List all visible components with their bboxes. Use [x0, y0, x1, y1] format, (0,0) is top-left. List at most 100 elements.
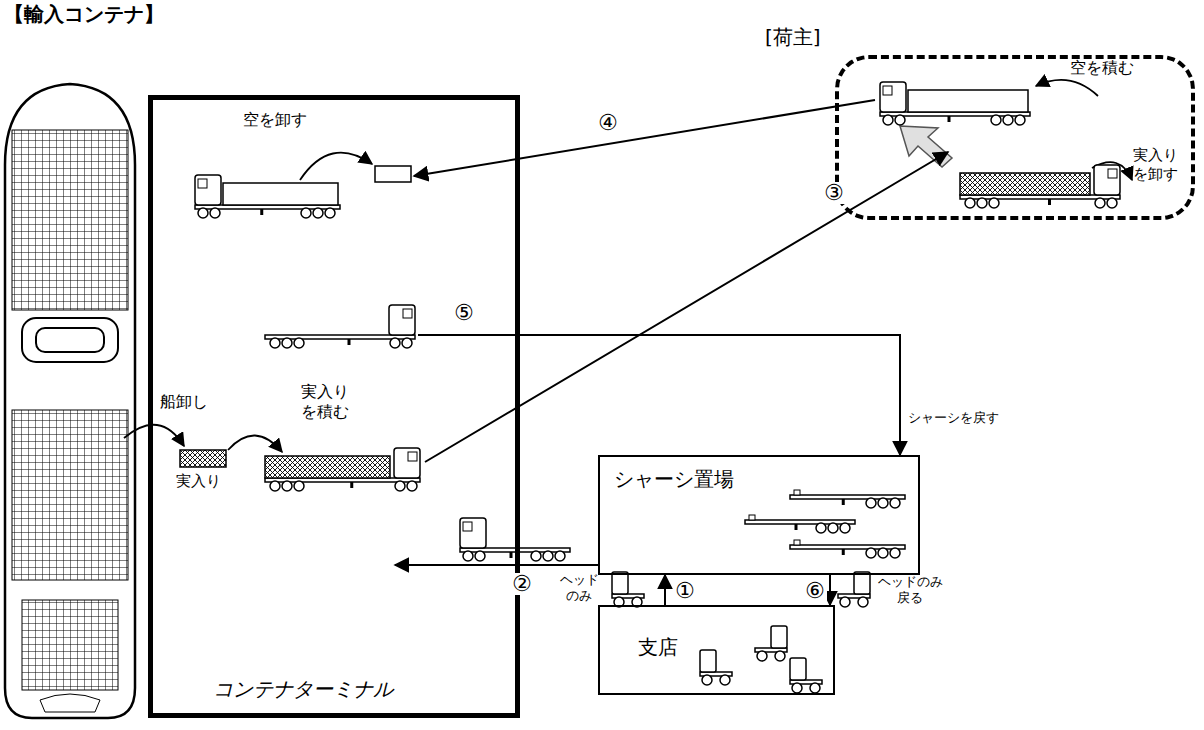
flow-arrow — [418, 335, 900, 455]
node-label: シャーシ置場 — [614, 467, 734, 491]
tractor-head — [700, 650, 732, 685]
wheel — [890, 498, 900, 508]
node-label: コンテナターミナル — [213, 677, 393, 701]
wheel — [313, 208, 323, 218]
wheel — [965, 198, 975, 208]
wheel — [282, 481, 292, 491]
kingpin — [749, 515, 755, 520]
wheel — [840, 523, 850, 533]
cab-window — [408, 452, 417, 461]
container — [223, 183, 338, 205]
wheel — [543, 551, 553, 561]
chassis — [790, 545, 905, 549]
truck-icon — [880, 82, 1030, 125]
container — [960, 173, 1090, 195]
wheel — [890, 548, 900, 558]
landing-leg — [1048, 199, 1051, 205]
flow-arrow — [829, 575, 831, 605]
ship — [5, 84, 135, 718]
landing-leg — [350, 482, 353, 488]
wheel — [325, 208, 335, 218]
truck-icon — [960, 165, 1120, 208]
annotation-label: 空を卸す — [243, 110, 307, 130]
flow-arrow — [395, 564, 598, 566]
truck-cab — [612, 572, 628, 594]
container — [265, 456, 390, 478]
kingpin — [794, 490, 800, 495]
wheel — [720, 675, 730, 685]
truck-cab — [195, 175, 221, 205]
truck-cab — [460, 518, 486, 548]
truck-cab — [790, 658, 806, 680]
wheel — [294, 338, 304, 348]
annotation-label: 空を積む — [1070, 58, 1134, 78]
truck-cab — [1094, 165, 1120, 195]
wheel — [282, 338, 292, 348]
truck-cab — [389, 305, 415, 335]
wheel — [895, 115, 905, 125]
wheel — [390, 338, 400, 348]
empty-container — [375, 166, 411, 182]
chassis-icon — [745, 515, 855, 533]
curved-arrows — [124, 80, 1132, 452]
annotation-label: シャーシを戻す — [908, 410, 999, 426]
full-container — [180, 450, 226, 467]
wheel — [828, 523, 838, 533]
wheel — [210, 208, 220, 218]
hollow-arrow — [900, 126, 952, 167]
cab-window — [1108, 169, 1117, 178]
node-label: 支店 — [638, 635, 678, 659]
landing-leg — [842, 499, 845, 505]
landing-leg — [510, 552, 513, 558]
landing-leg — [348, 339, 351, 345]
truck-cab — [394, 448, 420, 478]
wheel — [816, 523, 826, 533]
truck-cab — [700, 650, 716, 672]
wheel — [757, 651, 767, 661]
annotation-label: 実入り を積む — [296, 382, 354, 422]
wheel — [878, 498, 888, 508]
wheel — [294, 481, 304, 491]
flow-arrow — [664, 575, 666, 605]
wheel — [878, 548, 888, 558]
wheel — [989, 198, 999, 208]
shipper-region: [荷主] — [835, 55, 1195, 220]
wheel — [395, 481, 405, 491]
callout-number: ① — [673, 580, 697, 602]
wheel — [991, 115, 1001, 125]
annotation-label: 船卸し — [160, 392, 208, 412]
wheel — [866, 498, 876, 508]
wheel — [775, 651, 785, 661]
wheel — [270, 338, 280, 348]
wheel — [475, 551, 485, 561]
annotation-label: ヘッド のみ — [558, 572, 601, 605]
wheel — [840, 597, 850, 607]
wheel — [555, 551, 565, 561]
wheel — [1107, 198, 1117, 208]
truck-cab — [771, 626, 787, 648]
tractor-head — [838, 572, 870, 607]
wheel — [977, 198, 987, 208]
flow-arrow — [414, 100, 875, 176]
kingpin — [794, 540, 800, 545]
callout-number: ⑥ — [803, 580, 827, 602]
callout-number: ③ — [822, 182, 846, 204]
wheel — [866, 548, 876, 558]
diagram-title: 【輸入コンテナ】 — [4, 2, 164, 26]
annotation-label: 実入り を卸す — [1128, 146, 1182, 184]
node-label: [荷主] — [765, 25, 821, 49]
wheel — [792, 683, 802, 693]
wheel — [1095, 198, 1105, 208]
wheel — [463, 551, 473, 561]
cab-window — [403, 309, 412, 318]
chassis-icon — [790, 540, 905, 558]
landing-leg — [948, 116, 951, 122]
wheel — [407, 481, 417, 491]
truck-icon — [265, 305, 415, 348]
container — [908, 90, 1028, 112]
truck-icon — [195, 175, 340, 218]
branch-box: 支店 — [598, 605, 835, 695]
